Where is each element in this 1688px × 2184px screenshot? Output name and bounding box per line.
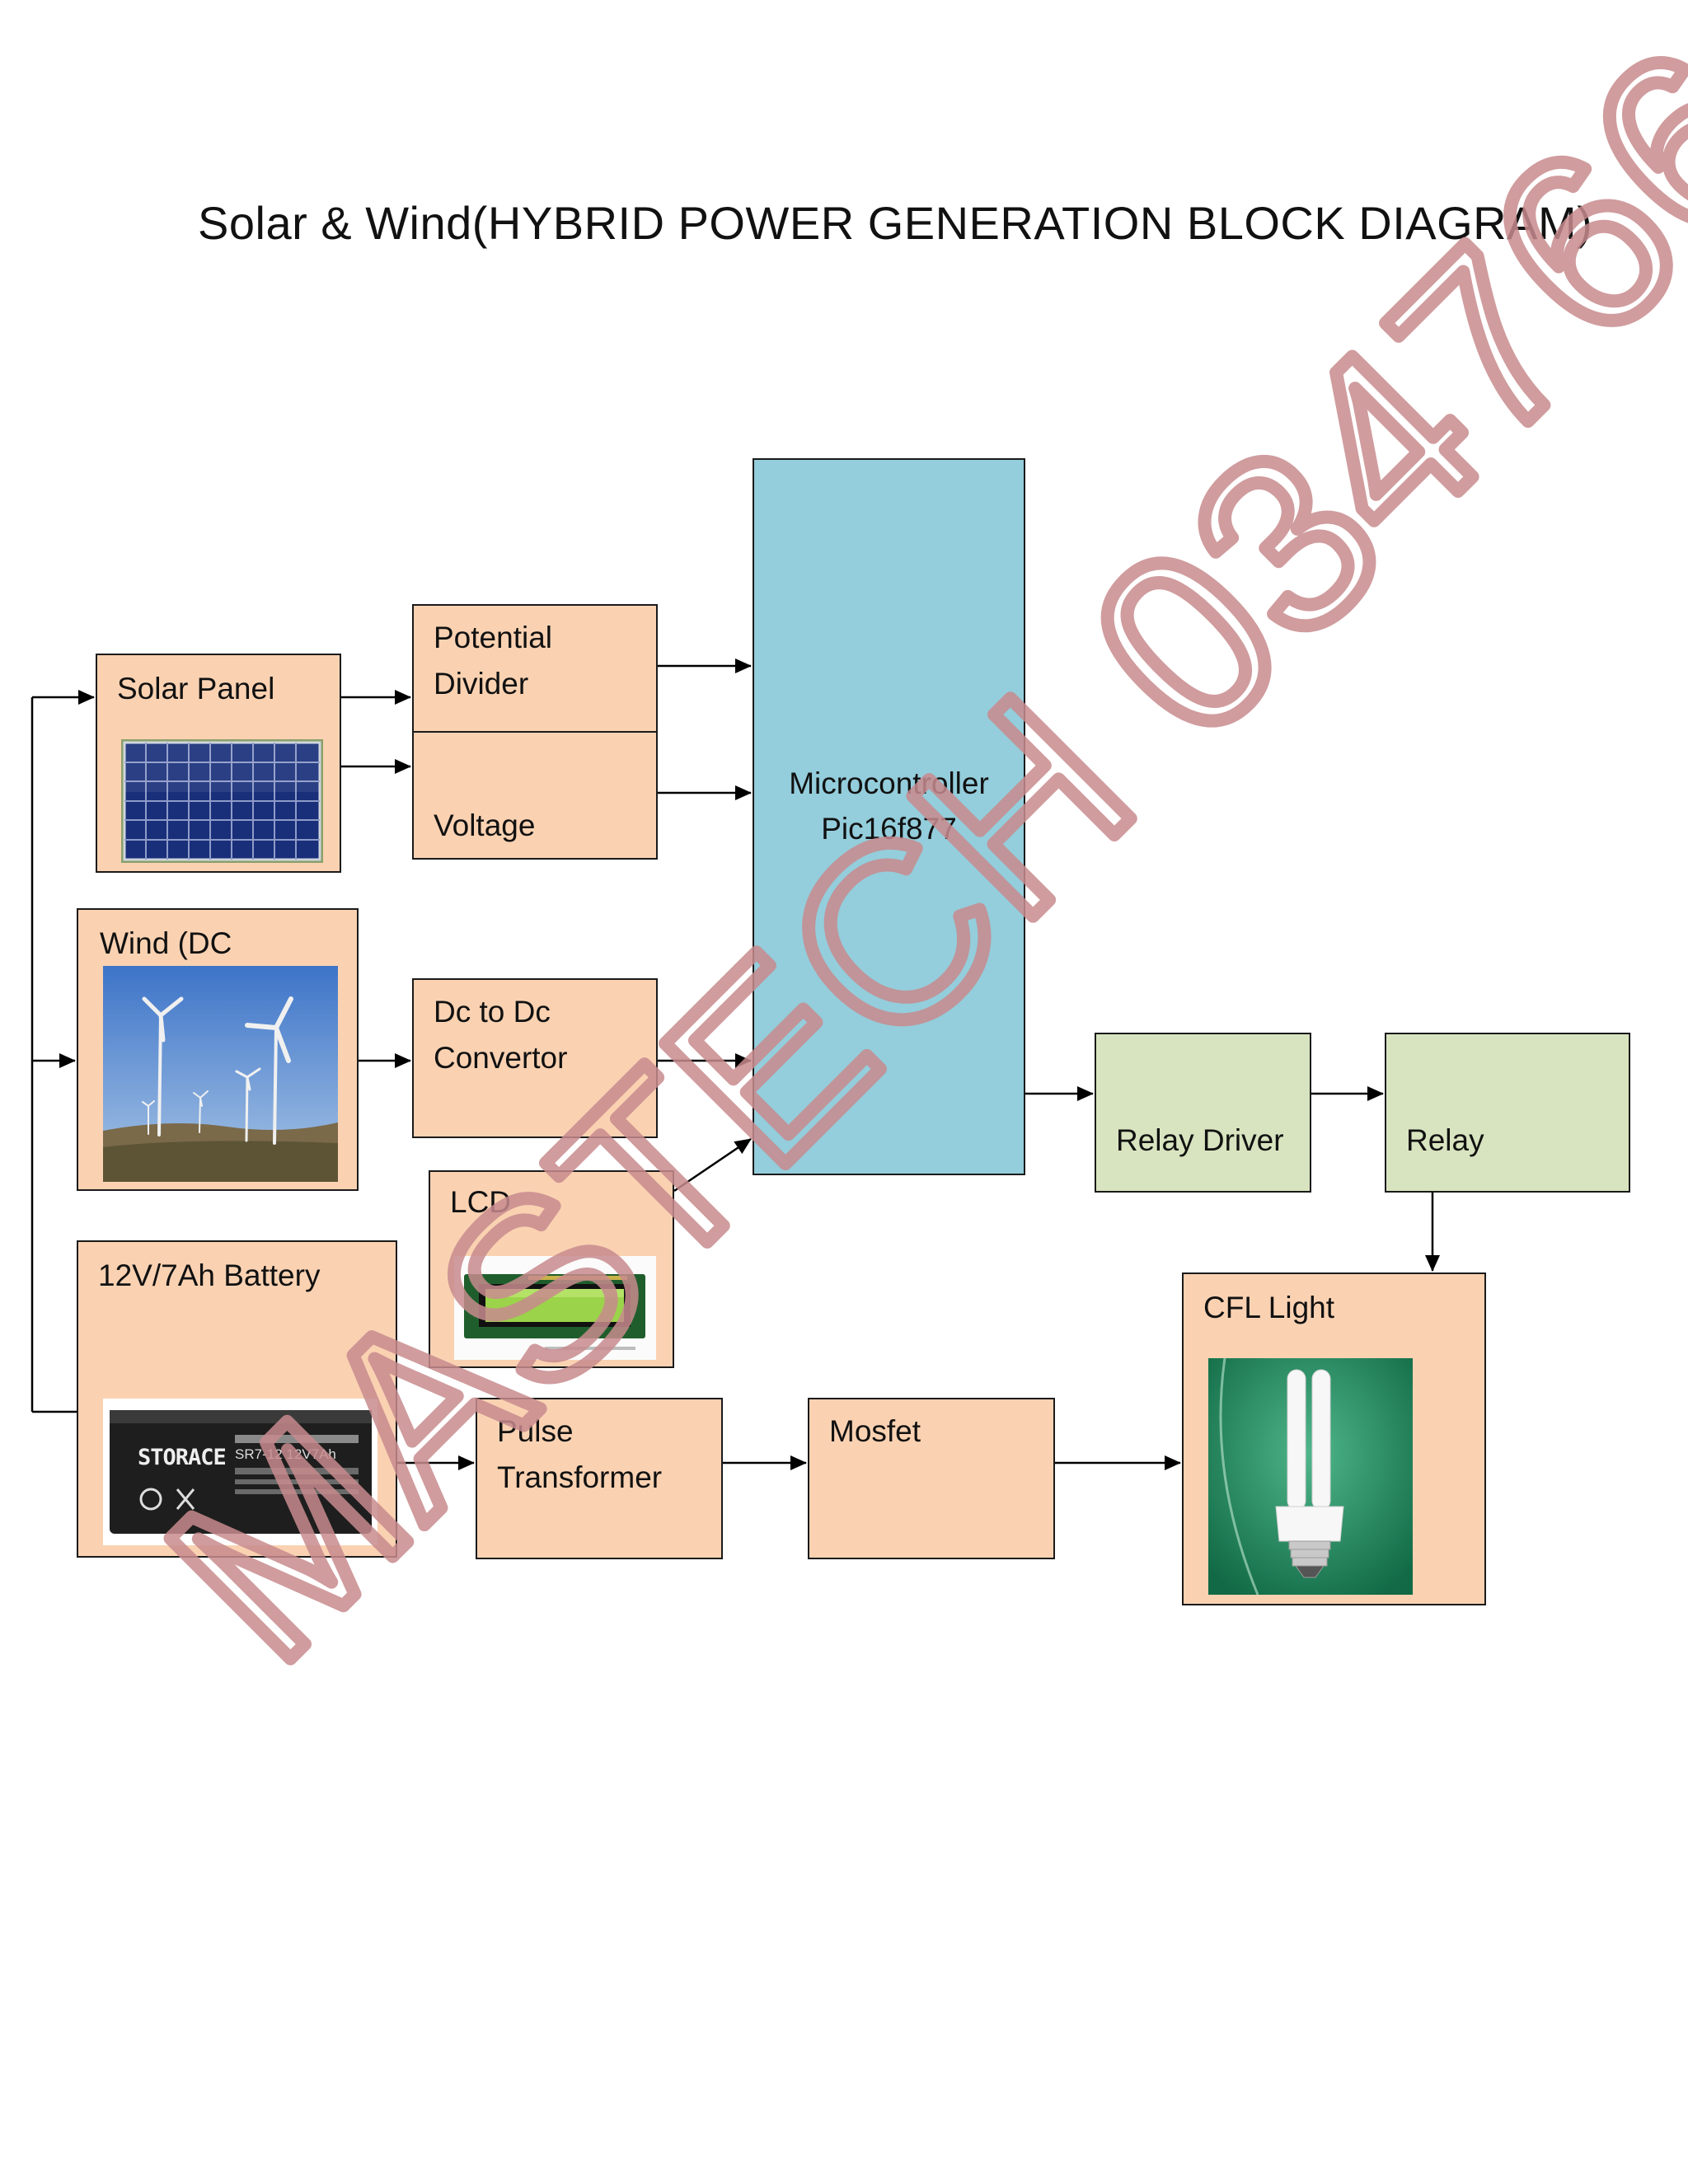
wind-block: Wind (DC <box>77 908 359 1191</box>
voltage-label: Voltage <box>434 808 536 842</box>
dc-convertor-block: Dc to Dc Convertor <box>412 978 658 1138</box>
pulse-transformer-label-1: Pulse <box>497 1414 574 1448</box>
pulse-transformer-label-2: Transformer <box>497 1460 663 1494</box>
wind-turbine-image <box>103 966 338 1182</box>
lcd-label: LCD <box>450 1185 512 1219</box>
battery-block: 12V/7Ah Battery STORACE SR7-12 12V7Ah <box>77 1240 397 1558</box>
solar-panel-label: Solar Panel <box>117 672 275 705</box>
dc-convertor-label-1: Dc to Dc <box>434 995 551 1029</box>
pulse-transformer-block: Pulse Transformer <box>476 1398 723 1559</box>
battery-label: 12V/7Ah Battery <box>98 1258 321 1292</box>
dc-convertor-label-2: Convertor <box>434 1041 568 1075</box>
microcontroller-label-2: Pic16f877 <box>821 812 957 846</box>
lcd-block: LCD <box>429 1170 674 1368</box>
page-title: Solar & Wind(HYBRID POWER GENERATION BLO… <box>198 197 1593 249</box>
solar-panel-image <box>121 739 323 863</box>
relay-block: Relay <box>1385 1033 1630 1193</box>
relay-driver-block: Relay Driver <box>1095 1033 1311 1193</box>
relay-label: Relay <box>1406 1123 1484 1157</box>
battery-brand-text: STORACE <box>138 1445 227 1470</box>
mosfet-block: Mosfet <box>808 1398 1055 1559</box>
potential-divider-label-2: Divider <box>434 667 529 701</box>
cfl-bulb-image <box>1208 1358 1413 1595</box>
solar-panel-block: Solar Panel <box>96 654 341 873</box>
microcontroller-block: Microcontroller Pic16f877 <box>753 458 1025 1175</box>
microcontroller-label-1: Microcontroller <box>789 766 989 800</box>
potential-divider-block: Potential Divider <box>412 604 658 733</box>
voltage-block: Voltage <box>412 731 658 860</box>
arrow-lcd-to-mcu <box>673 1137 752 1193</box>
battery-image: STORACE SR7-12 12V7Ah <box>103 1399 377 1545</box>
battery-model-text: SR7-12 12V7Ah <box>235 1446 336 1462</box>
cfl-light-label: CFL Light <box>1203 1291 1335 1324</box>
relay-driver-label: Relay Driver <box>1116 1123 1284 1157</box>
cfl-light-block: CFL Light <box>1182 1272 1486 1605</box>
lcd-image <box>454 1256 656 1360</box>
mosfet-label: Mosfet <box>829 1414 921 1448</box>
wind-label: Wind (DC <box>100 926 232 960</box>
potential-divider-label-1: Potential <box>434 621 552 654</box>
